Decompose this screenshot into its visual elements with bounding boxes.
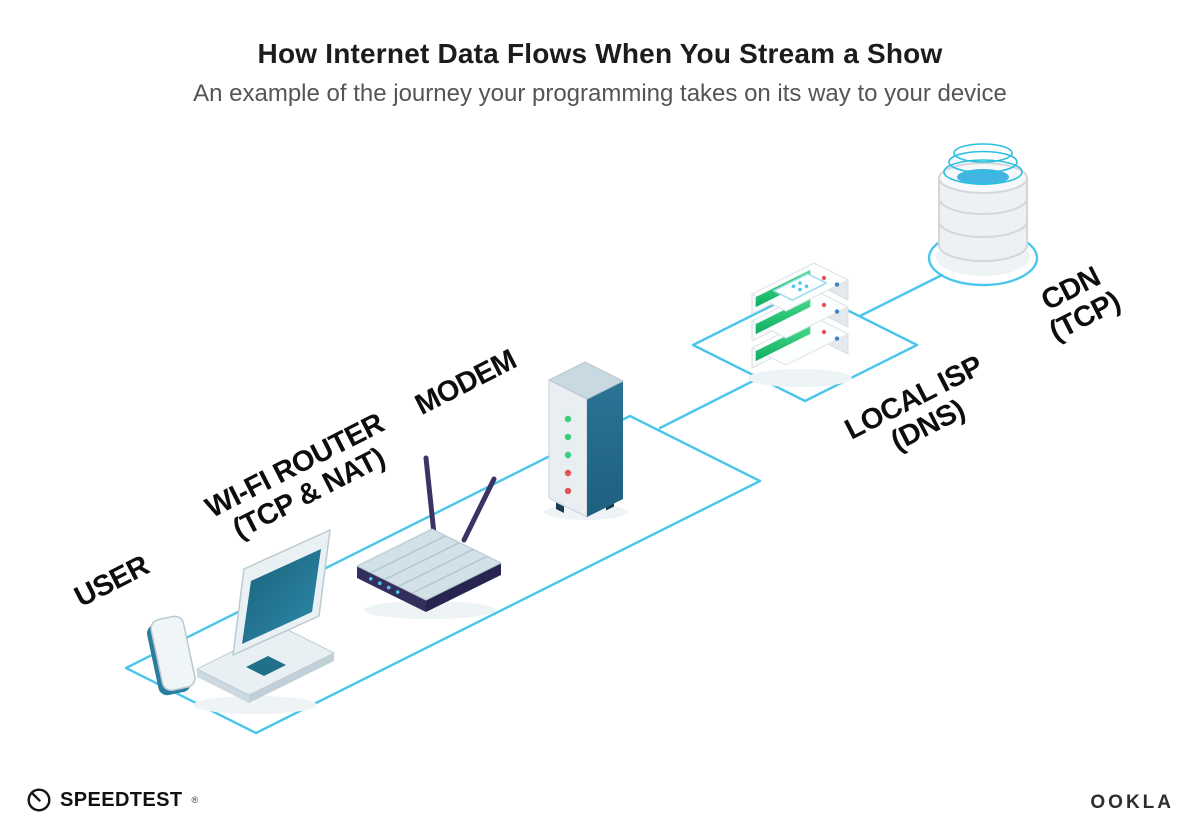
servers-shadow: [748, 369, 852, 387]
panel-dot: [798, 287, 802, 292]
panel-dot: [798, 281, 802, 285]
registered-mark: ®: [191, 795, 199, 805]
panel-dot: [791, 284, 796, 289]
server-led-blue: [834, 336, 840, 341]
laptop-screen: [242, 549, 321, 644]
modem-led-red: [564, 469, 572, 477]
router-ridges: [370, 535, 488, 594]
modem-to-isp-link: [658, 376, 761, 430]
router-led: [369, 577, 373, 581]
laptop-trackpad: [246, 656, 286, 676]
router-antenna-left: [423, 455, 437, 537]
router-top-face: [356, 528, 502, 601]
page-subtitle: An example of the journey your programmi…: [193, 80, 1007, 107]
router-led: [386, 585, 391, 590]
database-body: [938, 177, 1028, 262]
modem-led-green: [564, 451, 572, 459]
modem-top-face: [548, 361, 624, 400]
database-ring-2: [938, 220, 1028, 238]
server-led-red: [821, 329, 827, 335]
router-antenna-right: [461, 476, 497, 543]
laptop-shadow: [193, 696, 317, 714]
server-led-blue: [834, 282, 840, 287]
speedtest-gauge-icon: [27, 788, 51, 812]
modem-foot: [556, 502, 564, 513]
ookla-logo: OOKLA: [1090, 792, 1174, 814]
coil-ring-2: [948, 150, 1018, 174]
isp-to-cdn-link: [858, 273, 944, 318]
server-unit-top: [751, 262, 849, 315]
database-pool: [957, 169, 1009, 185]
speedtest-logo: SPEEDTEST ®: [26, 787, 198, 813]
modem-led-green: [564, 433, 572, 441]
database-ring-1: [938, 197, 1028, 215]
server-led-blue: [834, 309, 840, 314]
coil-ring-1: [943, 159, 1023, 185]
modem-right-face: [587, 381, 623, 517]
cdn-database-illustration: [936, 143, 1030, 276]
laptop-base-front-left: [197, 669, 249, 703]
panel-dot: [804, 284, 809, 289]
page-title: How Internet Data Flows When You Stream …: [257, 38, 943, 69]
phone-icon: [146, 615, 196, 696]
router-front-right-face: [426, 563, 501, 612]
laptop-base-front-right: [249, 653, 334, 703]
coil-ring-3: [953, 143, 1013, 163]
router-led: [395, 590, 400, 594]
router-led: [378, 581, 382, 585]
modem-illustration: [544, 361, 628, 520]
wifi-router-illustration: [356, 455, 502, 619]
modem-led-red: [564, 487, 572, 495]
router-front-left-face: [357, 566, 426, 612]
server-led-red: [821, 275, 827, 281]
server-top-panel: [772, 273, 828, 301]
modem-left-face: [548, 379, 588, 518]
isp-servers-illustration: [748, 262, 852, 387]
modem-led-green: [564, 415, 572, 423]
server-led-red: [821, 302, 827, 308]
speedtest-wordmark: SPEEDTEST: [60, 788, 183, 811]
user-devices-illustration: [146, 529, 335, 714]
ookla-wordmark: OOKLA: [1090, 792, 1174, 813]
